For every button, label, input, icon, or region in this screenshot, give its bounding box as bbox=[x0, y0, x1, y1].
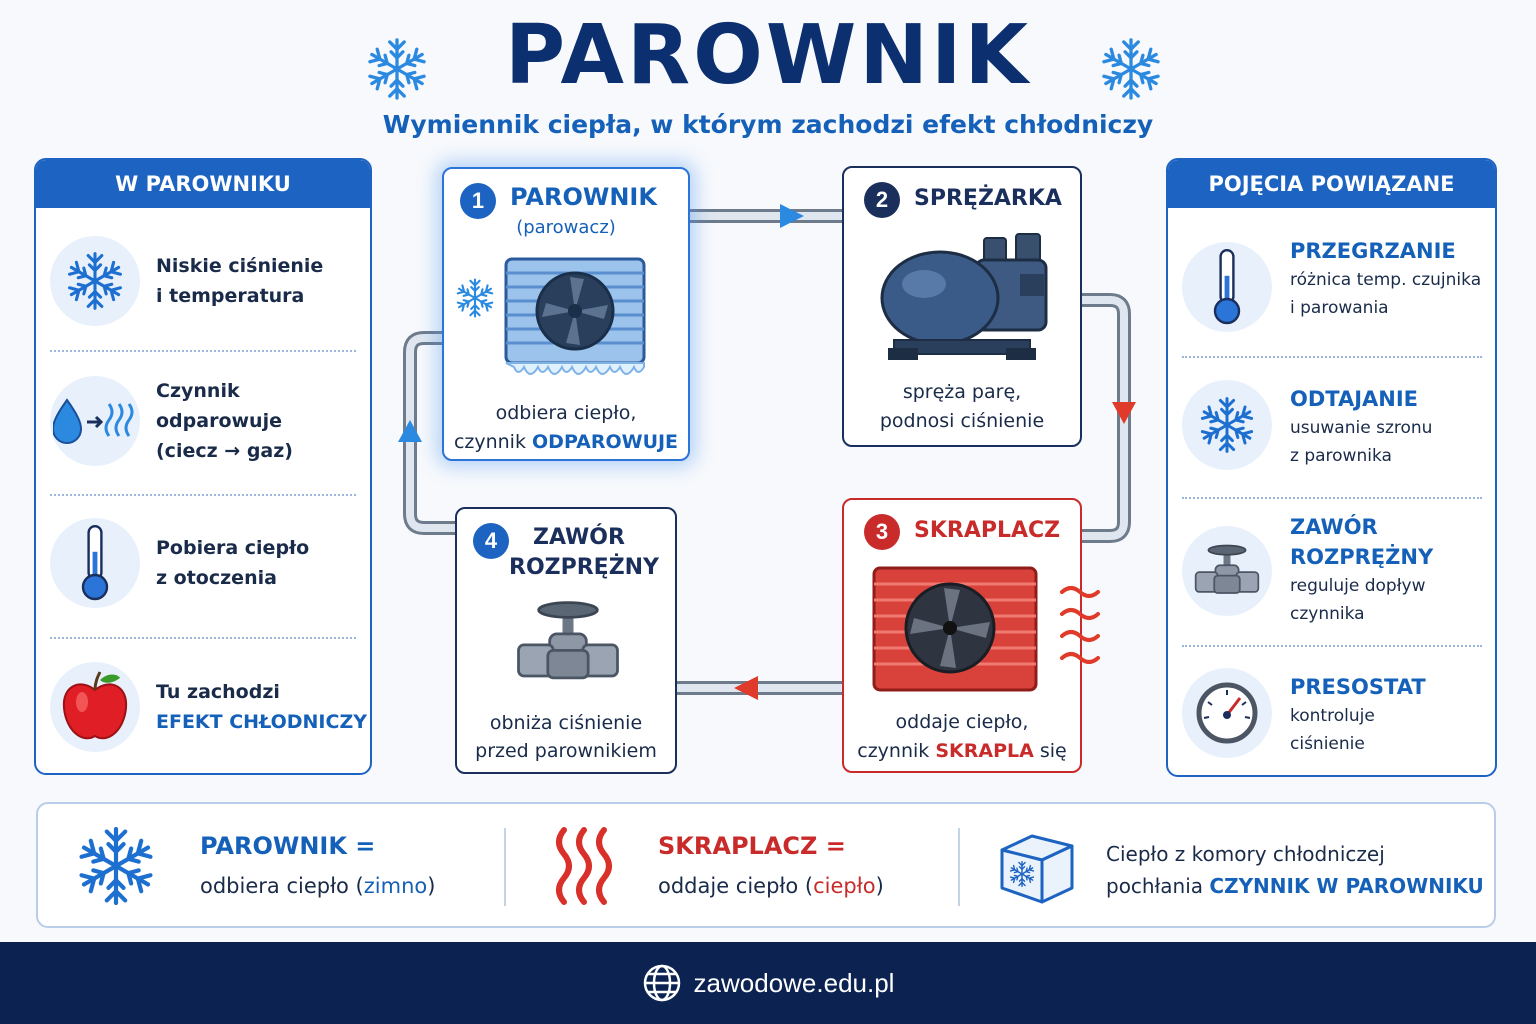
step-number: 2 bbox=[864, 182, 900, 218]
step-number: 1 bbox=[460, 183, 496, 219]
cold-box-icon bbox=[1000, 834, 1074, 904]
list-item: PRZEGRZANIE różnica temp. czujnika i par… bbox=[1168, 236, 1495, 332]
condenser-title: SKRAPLACZ bbox=[914, 518, 1061, 543]
apple-icon bbox=[50, 662, 140, 752]
thermometer-icon bbox=[1182, 242, 1272, 332]
list-item: ODTAJANIE usuwanie szronu z parownika bbox=[1168, 380, 1495, 470]
left-panel-title: W PAROWNIKU bbox=[36, 160, 370, 208]
valve-icon bbox=[1182, 526, 1272, 616]
flow-arrow-icon bbox=[734, 676, 758, 700]
list-item: Czynnik odparowuje(ciecz → gaz) bbox=[36, 376, 370, 466]
site-link[interactable]: zawodowe.edu.pl bbox=[693, 967, 895, 998]
flow-arrow-icon bbox=[398, 420, 422, 442]
expansion-valve-card: 4 ZAWÓR ROZPRĘŻNY obniża ciśnienie przed… bbox=[455, 507, 677, 774]
condenser-card: 3 SKRAPLACZ oddaje ciepło, czynnik SKRAP… bbox=[842, 498, 1100, 773]
compressor-icon bbox=[880, 233, 1048, 360]
list-item: ZAWÓR ROZPRĘŻNY reguluje dopływ czynnika bbox=[1168, 512, 1495, 628]
list-item: PRESOSTAT kontroluje ciśnienie bbox=[1168, 668, 1495, 758]
step-number: 4 bbox=[473, 523, 509, 559]
globe-icon bbox=[643, 964, 680, 1002]
snowflake-icon bbox=[454, 277, 496, 319]
thermometer-icon bbox=[50, 518, 140, 608]
flow-arrow-icon bbox=[1112, 402, 1136, 424]
heat-waves-icon bbox=[556, 827, 612, 905]
step-number: 3 bbox=[864, 514, 900, 550]
valve-icon bbox=[513, 597, 623, 689]
heat-waves-icon bbox=[1060, 586, 1100, 664]
footer: zawodowe.edu.pl bbox=[0, 942, 1536, 1024]
compressor-title: SPRĘŻARKA bbox=[914, 186, 1062, 211]
condenser-icon bbox=[872, 566, 1038, 692]
page-title: PAROWNIK bbox=[504, 8, 1031, 103]
gauge-icon bbox=[1182, 668, 1272, 758]
compressor-card: 2 SPRĘŻARKA spręża parę, podnosi ciśnien… bbox=[842, 166, 1082, 447]
flow-arrow-icon bbox=[780, 204, 804, 228]
right-panel-title: POJĘCIA POWIĄZANE bbox=[1168, 160, 1495, 208]
evaporator-icon bbox=[504, 257, 646, 375]
snowflake-icon bbox=[1182, 380, 1272, 470]
page-subtitle: Wymiennik ciepła, w którym zachodzi efek… bbox=[382, 110, 1154, 139]
evaporator-title: PAROWNIK bbox=[510, 183, 657, 211]
summary-strip: PAROWNIK = odbiera ciepło (zimno) SKRAPL… bbox=[36, 802, 1496, 928]
evaporator-card: 1 PAROWNIK (parowacz) odbiera ciepło, cz… bbox=[442, 167, 690, 461]
snowflake-icon bbox=[50, 236, 140, 326]
right-panel: POJĘCIA POWIĄZANE PRZEGRZANIE różnica te… bbox=[1166, 158, 1497, 777]
snowflake-icon bbox=[74, 824, 158, 908]
droplet-vapor-icon bbox=[50, 376, 140, 466]
